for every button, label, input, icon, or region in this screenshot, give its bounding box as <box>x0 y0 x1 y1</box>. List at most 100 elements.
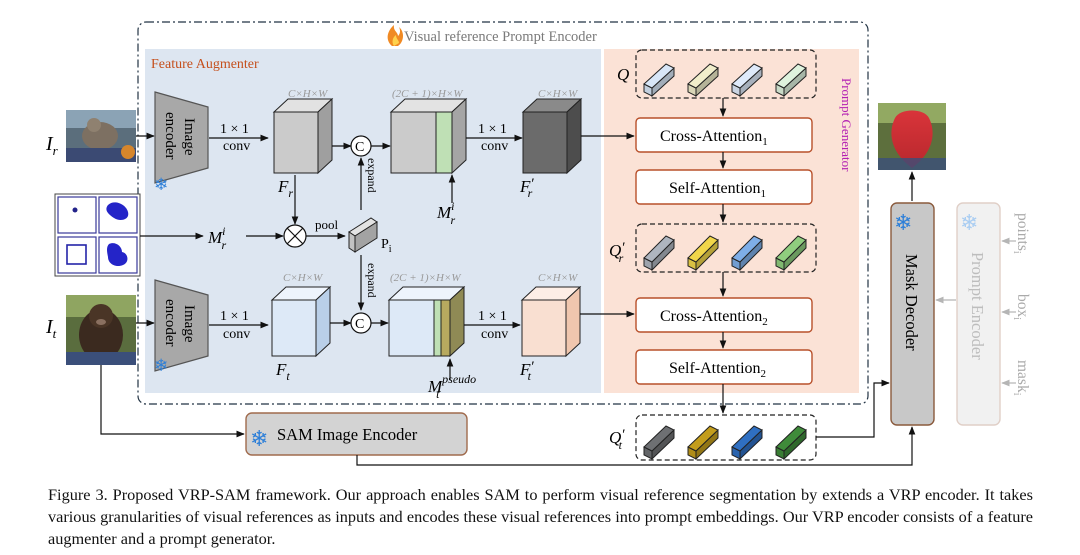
sam-image-encoder-label: SAM Image Encoder <box>277 425 418 444</box>
multiply-circle-icon <box>283 224 307 248</box>
conv-label-4: 1 × 1 <box>478 309 507 324</box>
svg-text:Cross-Attention1: Cross-Attention1 <box>660 128 768 148</box>
query-tokens <box>643 63 807 98</box>
image-encoder-target: Image encoder <box>154 279 209 372</box>
snowflake-icon: ❄ <box>154 175 168 194</box>
snowflake-icon: ❄ <box>894 210 912 235</box>
output-mask-image-icon <box>878 103 946 170</box>
fr-cube <box>272 97 334 175</box>
query-token-3 <box>731 63 763 98</box>
conv-label-3: 1 × 1 <box>220 309 249 324</box>
vrp-encoder-frame <box>137 21 869 405</box>
prompt-generator-panel <box>604 49 859 393</box>
concat-r-cube <box>389 97 468 175</box>
prompt-generator-title: Prompt Generator <box>839 78 854 172</box>
prompt-encoder <box>956 202 1001 426</box>
p-i-label: Pi <box>381 237 392 255</box>
ft-prime-cube <box>520 285 582 358</box>
i-t-label: It <box>45 316 57 341</box>
self-attention-2 <box>635 349 813 385</box>
svg-text:Self-Attention2: Self-Attention2 <box>669 360 766 380</box>
q-label: Q <box>617 65 629 84</box>
snowflake-icon: ❄ <box>154 356 168 375</box>
mask-decoder <box>890 202 935 426</box>
query-box <box>635 49 817 99</box>
f-r-prime-label: F′r <box>519 176 534 200</box>
query-token-1 <box>643 63 675 98</box>
snowflake-icon: ❄ <box>960 210 978 235</box>
dim-ft: C×H×W <box>283 272 323 284</box>
svg-text:C: C <box>355 317 364 332</box>
box-label: boxi <box>1011 294 1031 320</box>
svg-text:Cross-Attention2: Cross-Attention2 <box>660 308 768 328</box>
points-label: pointsi <box>1011 213 1031 254</box>
svg-text:Image: Image <box>181 305 197 343</box>
ft-cube <box>270 285 332 358</box>
query-token-2 <box>687 63 719 98</box>
conv-label-4b: conv <box>481 327 508 342</box>
svg-text:Self-Attention1: Self-Attention1 <box>669 180 766 200</box>
query-r-tokens <box>643 235 807 272</box>
fr-prime-cube <box>521 97 583 175</box>
expand-label-up: expand <box>365 158 379 193</box>
q-r-label: Q′r <box>609 240 625 265</box>
figure-caption: Figure 3. Proposed VRP-SAM framework. Ou… <box>48 485 1033 548</box>
cross-attention-1 <box>635 117 813 153</box>
pool-label: pool <box>315 217 339 232</box>
dim-fr: C×H×W <box>288 88 328 100</box>
conv-label-2: 1 × 1 <box>478 122 507 137</box>
reference-image-icon <box>66 110 136 162</box>
query-r-token-4 <box>775 235 807 272</box>
conv-label-1: 1 × 1 <box>220 122 249 137</box>
vrp-sam-diagram: Visual reference Prompt Encoder Feature … <box>45 21 1031 466</box>
f-r-label: Fr <box>277 177 293 200</box>
q-t-label: Q′t <box>609 427 625 452</box>
query-token-4 <box>775 63 807 98</box>
query-t-token-1 <box>643 425 675 461</box>
feature-augmenter-title: Feature Augmenter <box>151 57 259 72</box>
svg-text:C: C <box>355 140 364 155</box>
concat-circle-icon: C <box>350 135 372 157</box>
conv-label-2b: conv <box>481 139 508 154</box>
query-t-token-3 <box>731 425 763 461</box>
pi-prism <box>348 217 378 253</box>
image-encoder-reference: Image encoder <box>154 91 209 184</box>
vrp-title: Visual reference Prompt Encoder <box>404 29 597 45</box>
f-t-label: Ft <box>275 360 290 383</box>
query-t-token-2 <box>687 425 719 461</box>
mask-label: maski <box>1011 360 1031 396</box>
prompt-encoder-label: Prompt Encoder <box>968 252 987 360</box>
svg-text:encoder: encoder <box>162 299 178 346</box>
i-r-label: Ir <box>45 133 59 158</box>
query-r-box <box>635 223 817 273</box>
query-t-token-4 <box>775 425 807 461</box>
concat-circle-icon: C <box>350 312 372 334</box>
snowflake-icon: ❄ <box>250 426 268 451</box>
fire-icon <box>387 25 404 46</box>
dim-concat-t: (2C + 1)×H×W <box>390 272 461 284</box>
self-attention-1 <box>635 169 813 205</box>
query-r-token-1 <box>643 235 675 272</box>
expand-label-down: expand <box>365 263 379 298</box>
query-t-tokens <box>643 425 807 461</box>
conv-label-1b: conv <box>223 139 250 154</box>
f-t-prime-label: F′t <box>519 359 534 383</box>
concat-t-cube <box>387 285 466 358</box>
box-prompt-icon <box>57 236 97 274</box>
target-image-icon <box>66 295 136 365</box>
cross-attention-2 <box>635 297 813 333</box>
query-r-token-3 <box>731 235 763 272</box>
svg-text:encoder: encoder <box>162 112 178 159</box>
point-prompt-icon <box>57 196 97 234</box>
dim-concat-r: (2C + 1)×H×W <box>392 88 463 100</box>
query-r-token-2 <box>687 235 719 272</box>
svg-text:Image: Image <box>181 118 197 156</box>
visual-reference-prompts <box>54 193 141 277</box>
mask-decoder-label: Mask Decoder <box>902 254 921 351</box>
conv-label-3b: conv <box>223 327 250 342</box>
dim-ft-prime: C×H×W <box>538 272 578 284</box>
dim-fr-prime: C×H×W <box>538 88 578 100</box>
